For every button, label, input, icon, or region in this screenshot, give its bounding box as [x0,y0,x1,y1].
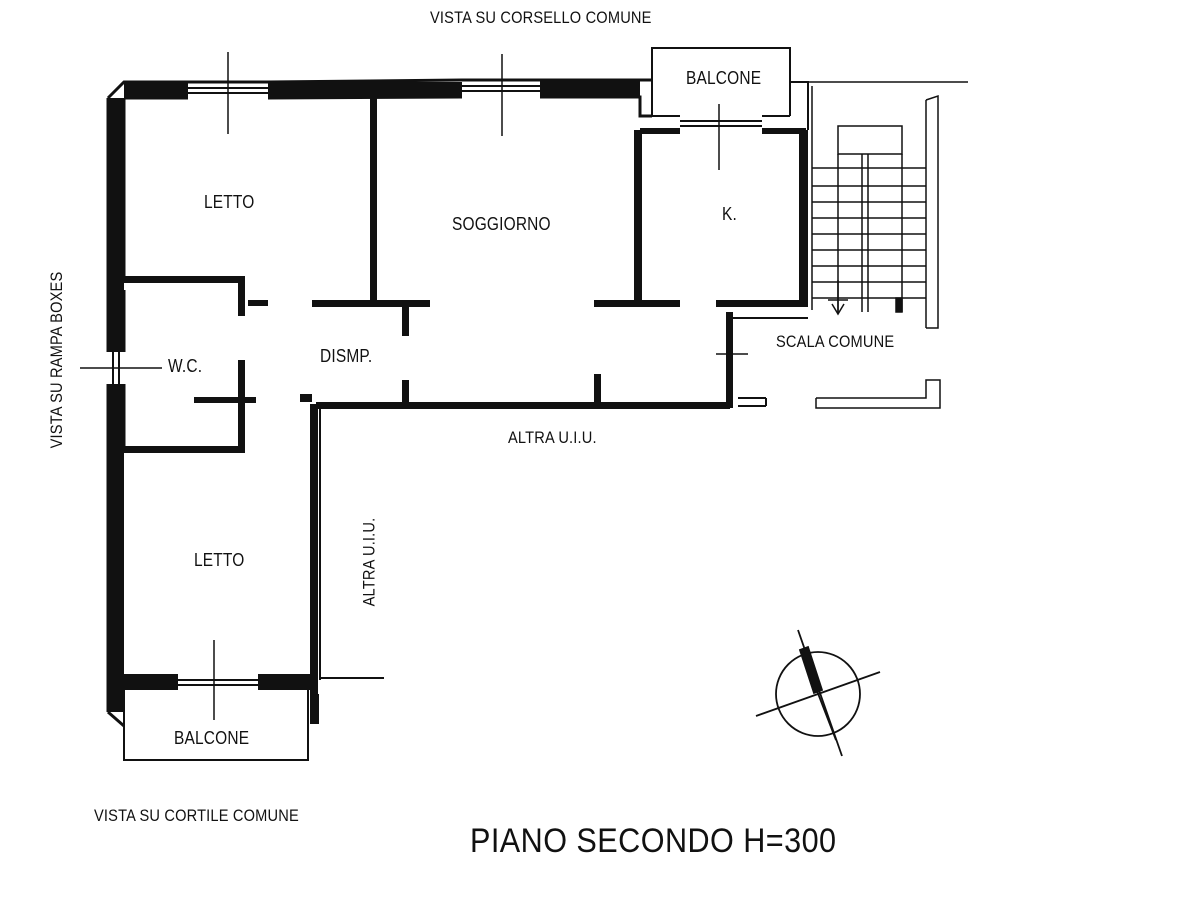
balcony-bottom-outline [123,690,309,761]
view-bottom-label: VISTA SU CORTILE COMUNE [94,806,299,825]
room-wc: W.C. [168,356,203,376]
altra-uiu-vertical-label: ALTRA U.I.U. [359,517,379,607]
room-letto-bottom: LETTO [194,550,245,570]
room-soggiorno: SOGGIORNO [452,214,551,234]
view-left-label: VISTA SU RAMPA BOXES [46,271,66,449]
room-balcone-bottom: BALCONE [174,728,250,748]
wall-fills [108,80,808,724]
view-top-label: VISTA SU CORSELLO COMUNE [430,8,652,27]
scala-comune-label: SCALA COMUNE [776,332,895,351]
window-markers [80,52,748,720]
room-balcone-top: BALCONE [686,68,762,88]
balcony-top-outline [651,47,809,130]
room-disimpegno: DISMP. [320,346,373,366]
north-arrow-icon [755,629,881,757]
room-letto-top: LETTO [204,192,255,212]
windows [112,85,762,686]
kitchen-walls [310,130,808,724]
plan-title: PIANO SECONDO H=300 [470,822,837,860]
altra-uiu-horizontal-label: ALTRA U.I.U. [508,428,597,447]
room-kitchen: K. [722,204,737,224]
staircase [808,81,968,409]
